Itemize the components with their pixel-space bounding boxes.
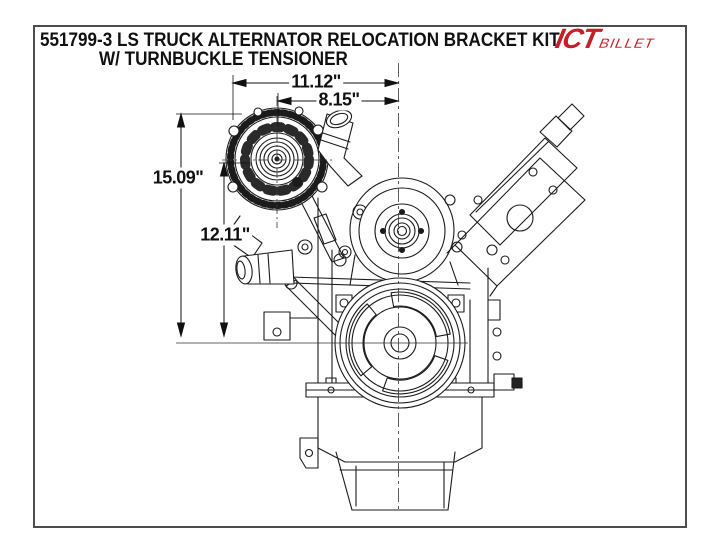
water-neck-tube — [317, 109, 363, 187]
dimension-line-pulley-offset-height — [219, 161, 250, 338]
ict-billet-logo: ICT BILLET — [552, 23, 657, 54]
water-pump-pulley — [358, 187, 446, 275]
drawing-title: 551799-3 LS TRUCK ALTERNATOR RELOCATION … — [40, 30, 560, 51]
dimension-label-overall-width: 11.12" — [289, 71, 343, 93]
oil-pan — [299, 396, 483, 511]
sheet-border — [33, 25, 687, 528]
turnbuckle-tensioner-bracket — [263, 187, 463, 349]
dimension-label-pulley-offset-height: 12.11" — [198, 224, 252, 246]
water-inlet-fitting — [235, 249, 295, 285]
dimension-lines — [176, 75, 400, 338]
logo-secondary-text: BILLET — [597, 35, 656, 52]
dimension-label-pulley-offset-width: 8.15" — [316, 89, 362, 111]
logo-primary-text: ICT — [552, 23, 602, 54]
right-cylinder-head — [446, 103, 586, 297]
centerlines — [176, 63, 468, 510]
dimension-line-overall-height — [176, 112, 242, 338]
dimension-label-overall-height: 15.09" — [150, 167, 206, 189]
drawing-subtitle: W/ TURNBUCKLE TENSIONER — [99, 49, 348, 70]
